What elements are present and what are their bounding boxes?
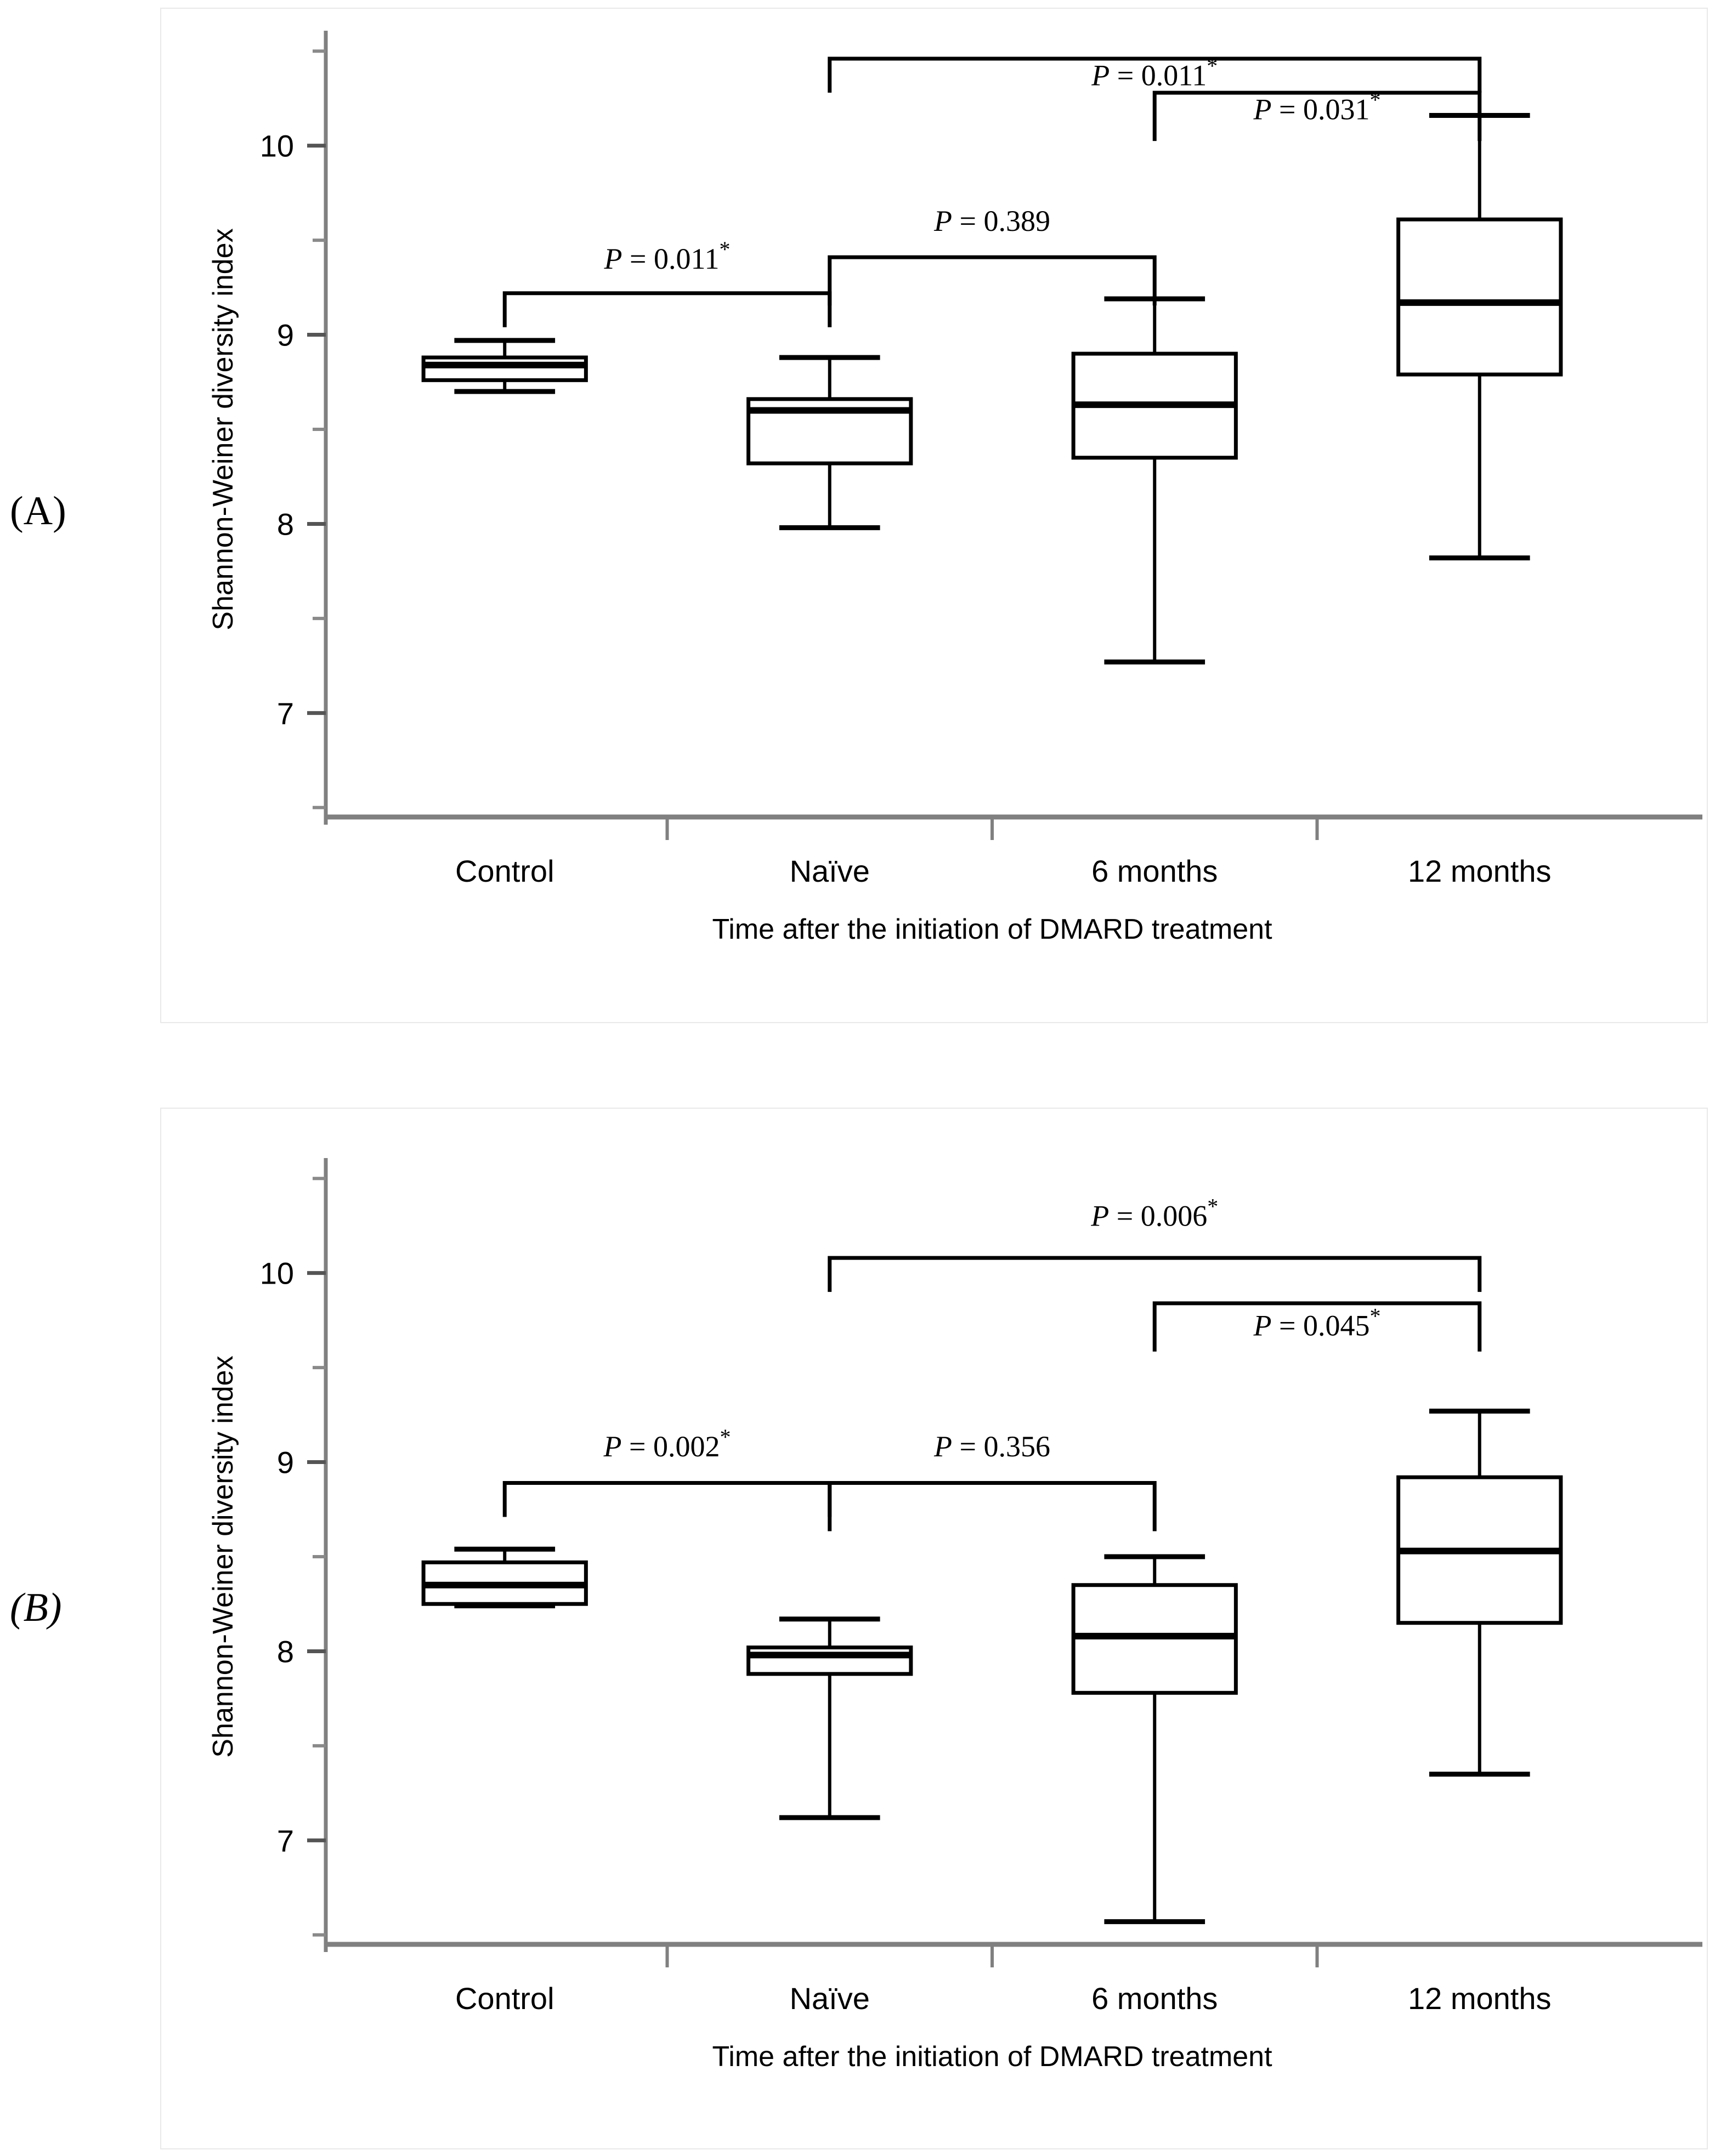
p-value-label: P = 0.031* — [1253, 87, 1381, 126]
significance-bracket — [828, 56, 1482, 93]
panel-b-label: (B) — [10, 1585, 62, 1630]
x-tick-label: Control — [455, 1981, 554, 2016]
x-tick-label: 12 months — [1408, 854, 1552, 888]
significance-bracket — [1152, 1301, 1482, 1352]
p-value-label: P = 0.011* — [1091, 53, 1218, 92]
boxplot-naïve — [746, 1616, 913, 1820]
x-tick-label: Control — [455, 854, 554, 888]
y-tick-label: 7 — [277, 1823, 294, 1858]
significance-bracket — [502, 1480, 832, 1517]
box-iqr — [421, 355, 588, 382]
panel-a-label: (A) — [10, 489, 66, 534]
x-tick-label: 6 months — [1091, 1981, 1218, 2016]
p-value-label: P = 0.002* — [603, 1425, 731, 1463]
p-value-label: P = 0.356 — [933, 1430, 1050, 1463]
y-tick-label: 10 — [260, 1256, 294, 1291]
box-iqr — [746, 1646, 913, 1676]
boxplot-6-months — [1071, 1554, 1238, 1925]
bracket-path — [828, 56, 1482, 93]
boxplot-naïve — [746, 355, 913, 530]
y-tick-label: 7 — [277, 696, 294, 730]
x-axis-title: Time after the initiation of DMARD treat… — [712, 2041, 1272, 2073]
bracket-path — [828, 1256, 1482, 1292]
y-tick-label: 9 — [277, 1445, 294, 1480]
boxplot-control — [421, 1546, 588, 1609]
boxplot-12-months — [1396, 113, 1563, 561]
significance-bracket — [828, 1480, 1157, 1531]
boxplot-control — [421, 338, 588, 394]
p-value-label: P = 0.006* — [1090, 1194, 1218, 1233]
x-tick-label: 6 months — [1091, 854, 1218, 888]
bracket-path — [1152, 1301, 1482, 1352]
x-tick-label: Naïve — [790, 854, 870, 888]
bracket-path — [828, 1480, 1157, 1531]
bracket-path — [828, 255, 1157, 306]
significance-bracket — [828, 255, 1157, 306]
significance-bracket — [828, 1256, 1482, 1292]
y-axis-title: Shannon-Weiner diversity index — [207, 228, 239, 630]
significance-bracket — [1152, 90, 1482, 141]
y-tick-label: 8 — [277, 1634, 294, 1669]
x-tick-label: 12 months — [1408, 1981, 1552, 2016]
bracket-path — [1152, 90, 1482, 141]
boxplot-12-months — [1396, 1408, 1563, 1777]
y-axis-title: Shannon-Weiner diversity index — [207, 1355, 239, 1757]
x-axis-title: Time after the initiation of DMARD treat… — [712, 914, 1272, 945]
bracket-path — [502, 1480, 832, 1517]
significance-bracket — [502, 291, 832, 327]
p-value-label: P = 0.045* — [1253, 1303, 1381, 1342]
y-tick-label: 8 — [277, 507, 294, 541]
bracket-path — [502, 291, 832, 327]
box-iqr — [1396, 217, 1563, 377]
y-tick-label: 10 — [260, 129, 294, 163]
p-value-label: P = 0.389 — [933, 205, 1050, 237]
p-value-label: P = 0.011* — [604, 236, 731, 275]
x-tick-label: Naïve — [790, 1981, 870, 2016]
y-tick-label: 9 — [277, 318, 294, 353]
boxplot-6-months — [1071, 296, 1238, 665]
